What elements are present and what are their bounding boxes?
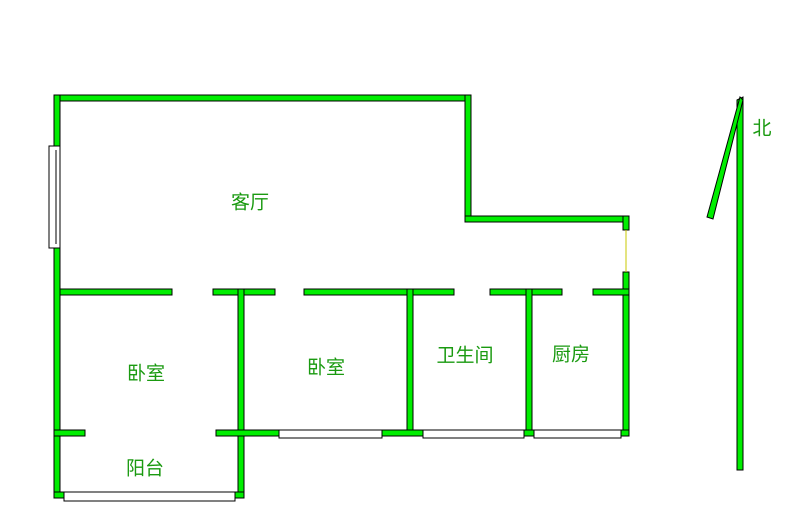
room-label-bedroom-left: 卧室 <box>126 362 166 385</box>
north-arrow-icon <box>706 96 744 471</box>
room-label-living-room: 客厅 <box>230 191 270 214</box>
room-label-bedroom-middle: 卧室 <box>306 356 346 379</box>
north-label: 北 <box>752 117 772 140</box>
room-label-balcony: 阳台 <box>125 457 165 480</box>
room-label-kitchen: 厨房 <box>551 343 591 366</box>
windows <box>48 145 622 502</box>
room-label-bathroom: 卫生间 <box>436 344 494 367</box>
